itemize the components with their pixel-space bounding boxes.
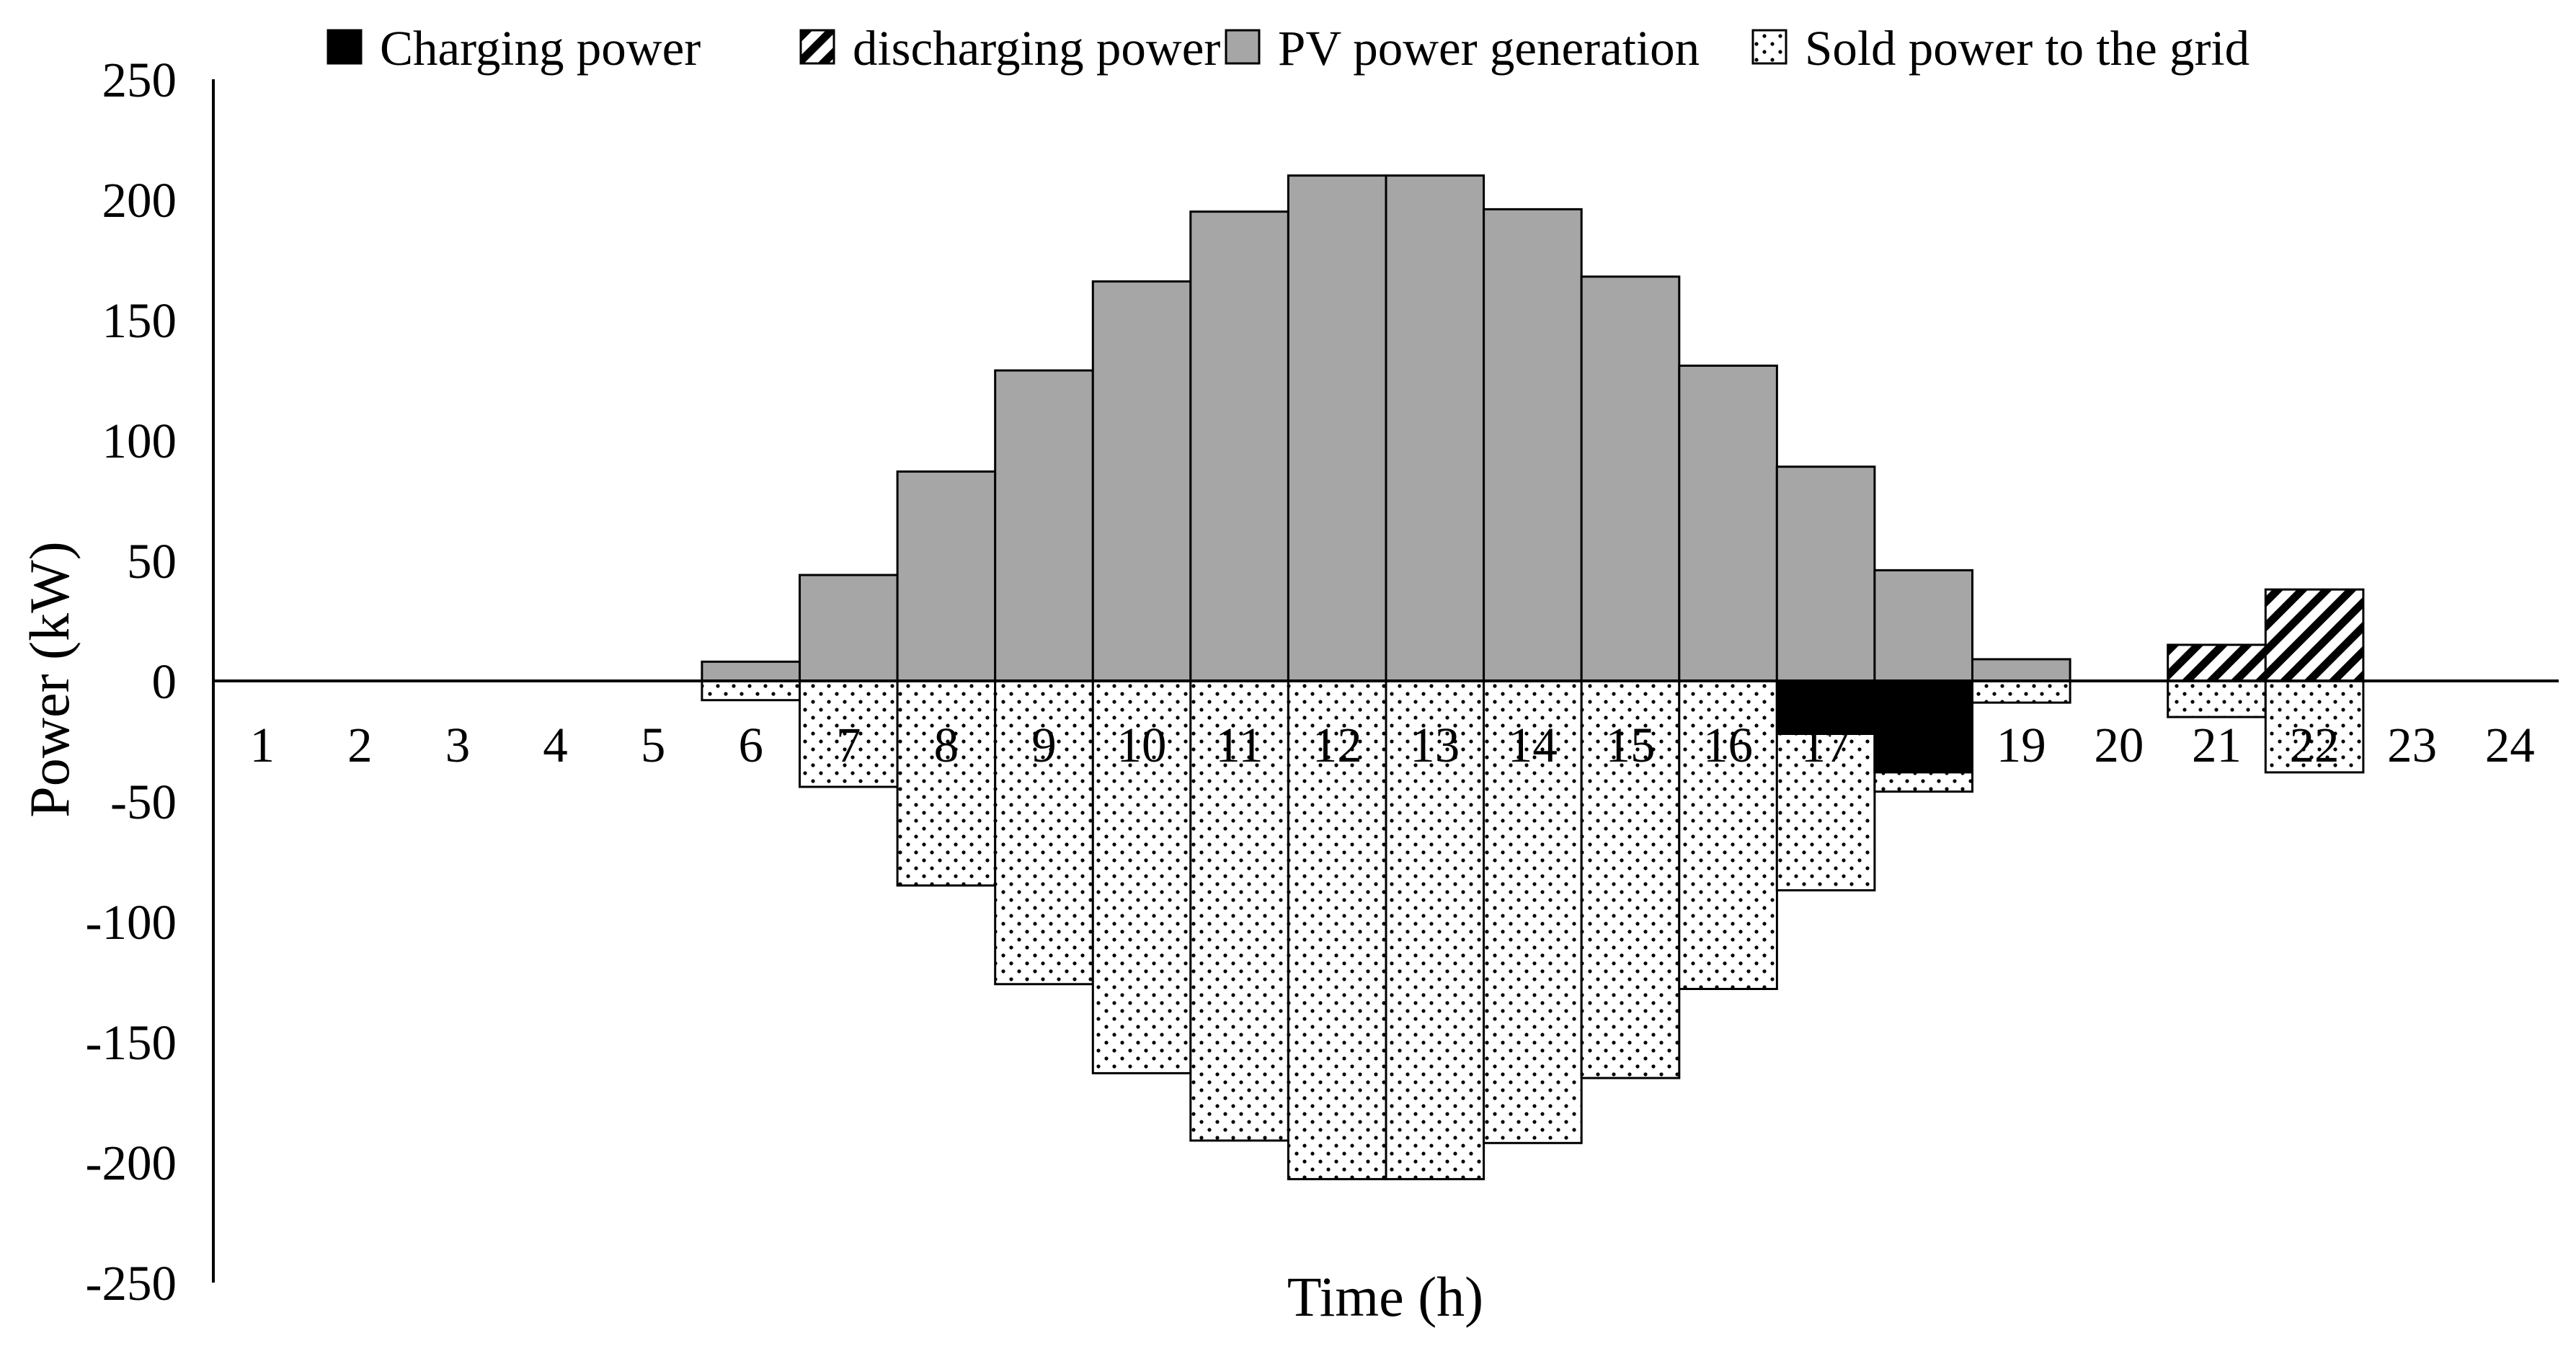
y-tick-label: 150 bbox=[102, 293, 177, 348]
x-tick-label: 3 bbox=[445, 718, 471, 772]
y-tick-label: -150 bbox=[86, 1015, 177, 1070]
bar-pv-16 bbox=[1678, 365, 1778, 682]
y-tick-label: -100 bbox=[86, 895, 177, 950]
x-tick-label: 10 bbox=[1117, 718, 1167, 772]
x-tick-label: 20 bbox=[2094, 718, 2144, 772]
x-tick-label: 15 bbox=[1606, 718, 1656, 772]
x-tick-label: 22 bbox=[2290, 718, 2340, 772]
bars bbox=[701, 174, 2365, 1180]
y-tick-label: -50 bbox=[110, 775, 177, 829]
bar-pv-6 bbox=[701, 660, 801, 682]
legend-item-discharging: discharging power bbox=[799, 21, 1220, 76]
bar-pv-10 bbox=[1091, 280, 1192, 682]
bar-pv-8 bbox=[896, 470, 997, 682]
bar-pv-15 bbox=[1580, 275, 1681, 682]
bar-sold-7 bbox=[799, 679, 899, 788]
legend-swatch-charging bbox=[327, 29, 363, 65]
x-tick-label: 6 bbox=[738, 718, 763, 772]
bar-sold-8 bbox=[896, 679, 997, 887]
x-tick-label: 16 bbox=[1703, 718, 1753, 772]
x-axis-title: Time (h) bbox=[1287, 1265, 1483, 1328]
bar-pv-18 bbox=[1873, 569, 1973, 682]
bar-pv-7 bbox=[799, 574, 899, 682]
y-tick-label: 100 bbox=[102, 414, 177, 468]
bar-sold-13 bbox=[1385, 679, 1485, 1180]
bar-pv-17 bbox=[1775, 465, 1876, 682]
legend-item-pv: PV power generation bbox=[1225, 21, 1700, 76]
bar-pv-9 bbox=[994, 369, 1094, 682]
bar-sold-12 bbox=[1287, 679, 1387, 1180]
x-tick-label: 23 bbox=[2387, 718, 2437, 772]
y-tick-label: 250 bbox=[102, 53, 177, 107]
legend-swatch-sold bbox=[1751, 29, 1787, 65]
x-tick-label: 24 bbox=[2485, 718, 2535, 772]
legend-item-charging: Charging power bbox=[327, 21, 701, 76]
legend: Charging power discharging power PV powe… bbox=[327, 21, 2249, 76]
bar-sold-19 bbox=[1971, 679, 2071, 704]
bar-discharging-21 bbox=[2167, 643, 2267, 682]
x-tick-label: 5 bbox=[641, 718, 666, 772]
bar-discharging-22 bbox=[2264, 588, 2365, 682]
x-tick-label: 14 bbox=[1508, 718, 1558, 772]
bar-pv-19 bbox=[1971, 658, 2071, 682]
bar-charging-17 bbox=[1775, 679, 1876, 735]
y-axis-title: Power (kW) bbox=[18, 541, 81, 817]
legend-label-discharging: discharging power bbox=[853, 21, 1220, 76]
y-tick-label: -200 bbox=[86, 1136, 177, 1190]
axes bbox=[212, 79, 2559, 1283]
x-tick-label: 1 bbox=[250, 718, 275, 772]
bar-sold-21 bbox=[2167, 679, 2267, 718]
legend-swatch-pv bbox=[1225, 29, 1261, 65]
x-tick-label: 7 bbox=[836, 718, 861, 772]
bar-sold-22 bbox=[2264, 679, 2365, 774]
bar-sold-16 bbox=[1678, 679, 1778, 990]
bar-pv-13 bbox=[1385, 174, 1485, 682]
y-tick-label: 0 bbox=[152, 654, 177, 709]
legend-label-sold: Sold power to the grid bbox=[1805, 21, 2249, 76]
x-tick-label: 8 bbox=[934, 718, 959, 772]
x-tick-label: 9 bbox=[1031, 718, 1057, 772]
legend-swatch-discharging bbox=[799, 29, 835, 65]
bar-sold-11 bbox=[1189, 679, 1289, 1142]
x-tick-label: 4 bbox=[543, 718, 568, 772]
bar-sold-6 bbox=[701, 679, 801, 702]
x-tick-label: 19 bbox=[1997, 718, 2046, 772]
legend-item-sold: Sold power to the grid bbox=[1751, 21, 2249, 76]
y-tick-label: 200 bbox=[102, 173, 177, 228]
bar-pv-11 bbox=[1189, 210, 1289, 682]
bar-sold-15 bbox=[1580, 679, 1681, 1079]
x-tick-label: 13 bbox=[1410, 718, 1460, 772]
y-tick-label: -250 bbox=[86, 1256, 177, 1311]
x-tick-label: 11 bbox=[1215, 718, 1263, 772]
bar-sold-9 bbox=[994, 679, 1094, 986]
bar-pv-12 bbox=[1287, 174, 1387, 682]
x-tick-label: 18 bbox=[1898, 718, 1948, 772]
x-tick-label: 17 bbox=[1801, 718, 1851, 772]
bar-sold-14 bbox=[1483, 679, 1583, 1144]
x-tick-label: 2 bbox=[347, 718, 373, 772]
legend-label-pv: PV power generation bbox=[1278, 21, 1700, 76]
legend-label-charging: Charging power bbox=[380, 21, 701, 76]
bar-pv-14 bbox=[1483, 208, 1583, 682]
y-tick-labels: 250 200 150 100 50 0 -50 -100 -150 -200 -250 bbox=[86, 53, 177, 1311]
x-tick-label: 12 bbox=[1313, 718, 1362, 772]
y-tick-label: 50 bbox=[127, 534, 177, 589]
x-tick-label: 21 bbox=[2192, 718, 2242, 772]
